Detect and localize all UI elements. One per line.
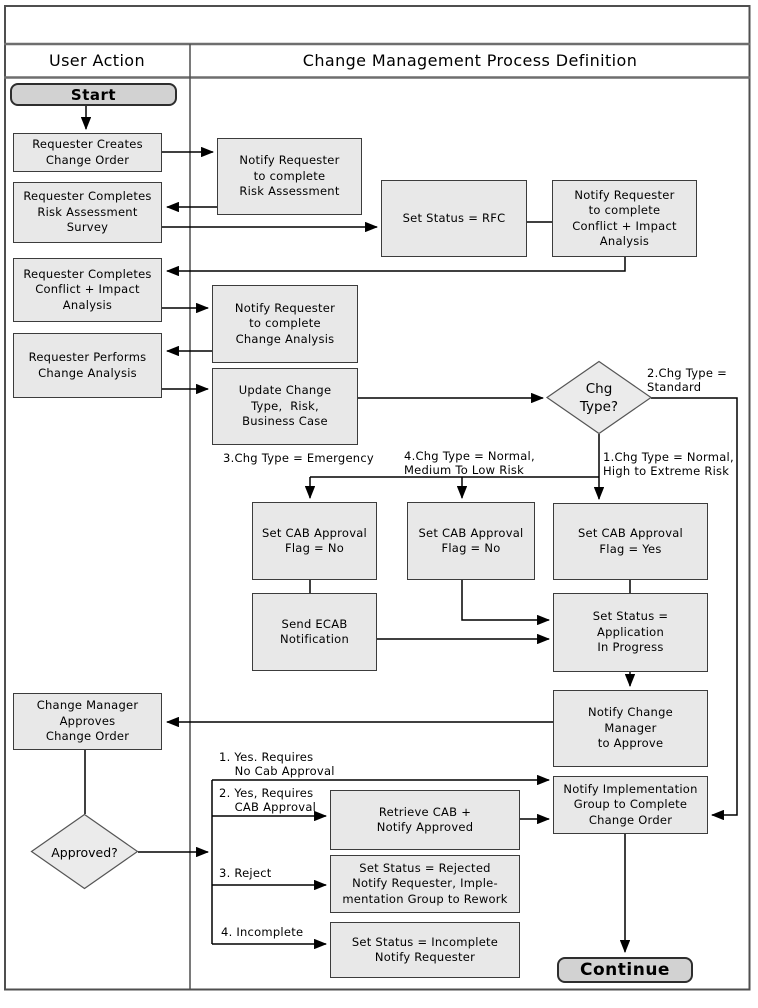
node-change-manager-approves: Change Manager Approves Change Order [13, 693, 162, 750]
node-notify-change-manager-approve: Notify Change Manager to Approve [553, 690, 708, 767]
header-process-definition: Change Management Process Definition [302, 51, 638, 70]
node-set-status-incomplete: Set Status = Incomplete Notify Requester [330, 922, 520, 978]
node-set-cab-approval-flag-no-1: Set CAB Approval Flag = No [252, 502, 377, 580]
edge-cabno2-to-status [461, 580, 551, 626]
edge-label-chg-type-4: 4.Chg Type = Normal, Medium To Low Risk [404, 449, 535, 477]
edge-label-chg-type-3: 3.Chg Type = Emergency [223, 451, 374, 465]
chg-type-diamond-label: Chg Type? [579, 380, 619, 415]
edge-label-approved-4: 4. Incomplete [221, 925, 304, 939]
node-retrieve-cab-notify-approved: Retrieve CAB + Notify Approved [330, 790, 520, 850]
node-set-status-application-in-progress: Set Status = Application In Progress [553, 593, 708, 672]
node-requester-creates-change-order: Requester Creates Change Order [13, 133, 162, 172]
header-user-action: User Action [48, 51, 146, 70]
continue-terminal: Continue [557, 957, 693, 983]
node-requester-performs-change-analysis: Requester Performs Change Analysis [13, 333, 162, 398]
node-notify-requester-change-analysis: Notify Requester to complete Change Anal… [212, 285, 358, 363]
node-requester-completes-conflict-impact: Requester Completes Conflict + Impact An… [13, 258, 162, 322]
edge-label-chg-type-2: 2.Chg Type = Standard [647, 366, 727, 394]
node-requester-completes-risk-survey: Requester Completes Risk Assessment Surv… [13, 182, 162, 243]
edge-label-approved-3: 3. Reject [219, 866, 272, 880]
edge-label-chg-type-1: 1.Chg Type = Normal, High to Extreme Ris… [603, 450, 734, 478]
edge-notify-conflict-to-ua [165, 257, 626, 277]
node-set-cab-approval-flag-no-2: Set CAB Approval Flag = No [407, 502, 535, 580]
node-set-status-rfc: Set Status = RFC [381, 180, 527, 257]
node-notify-requester-risk-assessment: Notify Requester to complete Risk Assess… [217, 138, 362, 215]
approved-diamond-label: Approved? [51, 844, 118, 860]
chg-type-diamond-shape [545, 360, 653, 435]
node-notify-requester-conflict-impact: Notify Requester to complete Conflict + … [552, 180, 697, 257]
node-set-status-rejected: Set Status = Rejected Notify Requester, … [330, 855, 520, 913]
start-terminal: Start [10, 83, 177, 106]
outer-border [4, 5, 751, 991]
node-notify-implementation-group: Notify Implementation Group to Complete … [553, 776, 708, 834]
edge-chg-standard [651, 397, 738, 821]
edge-label-approved-2: 2. Yes, Requires CAB Approval [219, 786, 317, 814]
node-update-change-type-risk: Update Change Type, Risk, Business Case [212, 368, 358, 445]
node-set-cab-approval-flag-yes: Set CAB Approval Flag = Yes [553, 503, 708, 580]
approved-diamond-shape [30, 813, 139, 890]
node-send-ecab-notification: Send ECAB Notification [252, 593, 377, 671]
edge-label-approved-1: 1. Yes. Requires No Cab Approval [219, 750, 335, 778]
